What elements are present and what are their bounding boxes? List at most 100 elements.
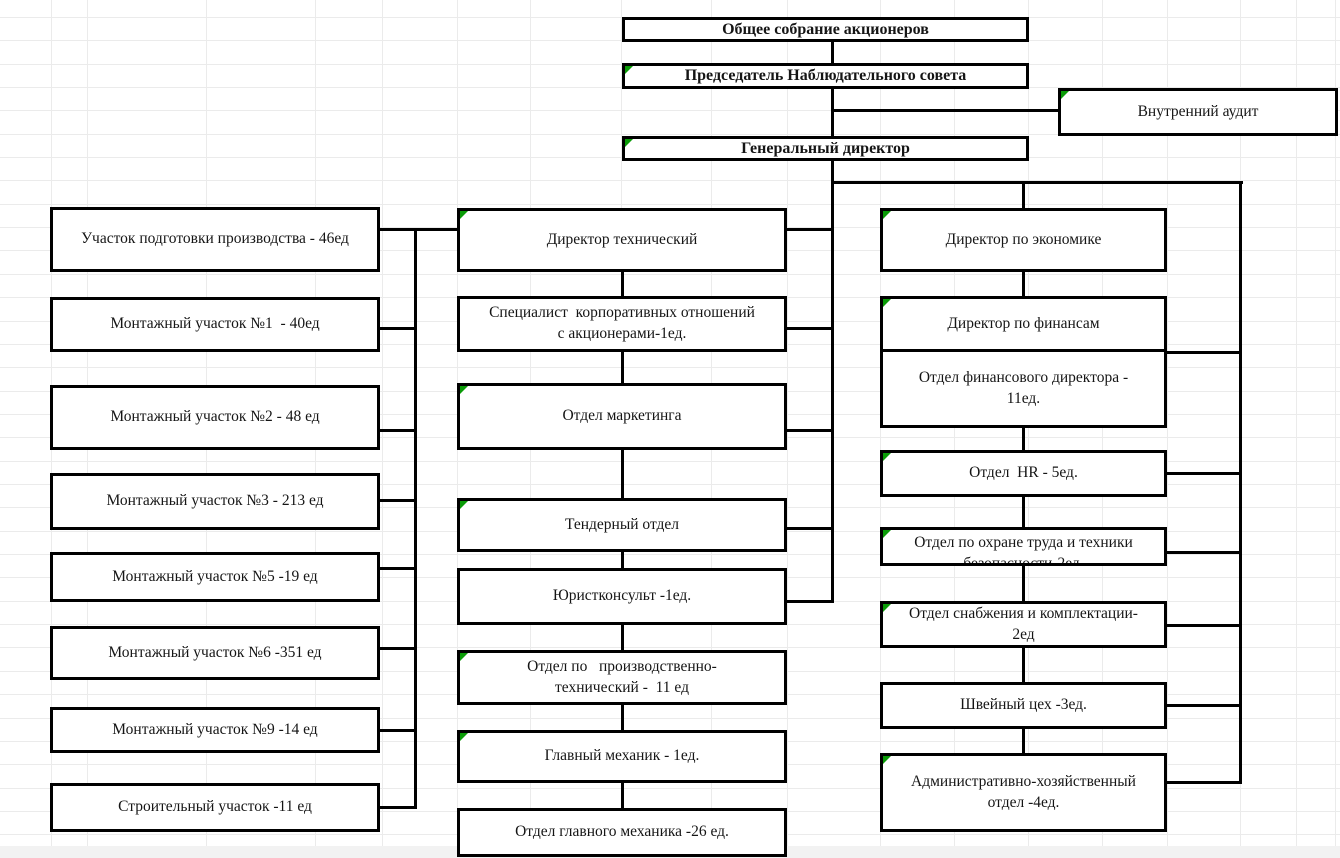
org-node-administrative-dept[interactable]: Административно-хозяйственный отдел -4ед… — [880, 753, 1167, 832]
org-node-finance-director[interactable]: Директор по финансам — [880, 296, 1167, 352]
connector-line — [785, 527, 834, 530]
grid-line — [0, 110, 1340, 111]
org-node-sewing-shop[interactable]: Швейный цех -3ед. — [880, 682, 1167, 729]
org-node-chief-mechanic-dept[interactable]: Отдел главного механика -26 ед. — [457, 808, 787, 857]
org-node-label: Юристконсульт -1ед. — [552, 587, 692, 605]
org-node-assembly-site-9[interactable]: Монтажный участок №9 -14 ед — [50, 707, 380, 753]
comment-marker-icon — [883, 211, 891, 219]
org-node-label: Директор по экономике — [945, 230, 1102, 248]
connector-line — [1165, 551, 1242, 554]
connector-line — [621, 450, 624, 499]
connector-line — [785, 228, 833, 231]
grid-line — [0, 274, 1340, 275]
org-node-supervisory-chairman[interactable]: Председатель Наблюдательного совета — [622, 63, 1029, 89]
org-node-assembly-site-6[interactable]: Монтажный участок №6 -351 ед — [50, 626, 380, 680]
org-node-corporate-relations-specialist[interactable]: Специалист корпоративных отношений с акц… — [457, 296, 787, 352]
grid-line — [0, 718, 1340, 719]
org-node-production-prep-site[interactable]: Участок подготовки производства - 46ед — [50, 207, 380, 272]
org-node-label: Монтажный участок №1 - 40ед — [110, 315, 320, 333]
comment-marker-icon — [460, 211, 468, 219]
grid-line — [1167, 0, 1168, 858]
connector-line — [380, 729, 417, 732]
org-node-technical-director[interactable]: Директор технический — [457, 208, 787, 272]
org-node-tender-dept[interactable]: Тендерный отдел — [457, 498, 787, 552]
connector-line — [1022, 729, 1025, 754]
org-node-label: Отдел по охране труда и техники безопасн… — [914, 534, 1133, 566]
comment-marker-icon — [1061, 91, 1069, 99]
org-node-general-director[interactable]: Генеральный директор — [622, 136, 1029, 161]
grid-line — [0, 204, 1340, 205]
comment-marker-icon — [460, 386, 468, 394]
org-node-finance-director-dept[interactable]: Отдел финансового директора - 11ед. — [880, 349, 1167, 428]
org-node-economics-director[interactable]: Директор по экономике — [880, 208, 1167, 272]
org-node-label: Отдел маркетинга — [562, 407, 682, 425]
connector-line — [380, 429, 417, 432]
grid-line — [0, 554, 1340, 555]
org-node-label: Отдел финансового директора - 11ед. — [918, 368, 1129, 407]
connector-line — [832, 181, 1243, 184]
org-node-assembly-site-1[interactable]: Монтажный участок №1 - 40ед — [50, 297, 380, 352]
grid-line — [1102, 0, 1103, 858]
connector-line — [1022, 272, 1025, 297]
org-node-label: Тендерный отдел — [564, 515, 680, 533]
org-node-label: Директор технический — [546, 230, 698, 248]
org-node-supply-dept[interactable]: Отдел снабжения и комплектации- 2ед — [880, 601, 1167, 648]
grid-line — [1296, 0, 1297, 858]
comment-marker-icon — [625, 139, 633, 147]
connector-line — [1022, 183, 1025, 209]
grid-line — [1335, 0, 1336, 858]
org-node-internal-audit[interactable]: Внутренний аудит — [1058, 88, 1338, 136]
org-node-marketing-dept[interactable]: Отдел маркетинга — [457, 383, 787, 450]
comment-marker-icon — [883, 604, 891, 612]
comment-marker-icon — [883, 756, 891, 764]
org-node-construction-site[interactable]: Строительный участок -11 ед — [50, 783, 380, 832]
connector-line — [1022, 648, 1025, 683]
grid-line — [0, 484, 1340, 485]
connector-line — [1165, 351, 1242, 354]
comment-marker-icon — [460, 501, 468, 509]
comment-marker-icon — [883, 530, 891, 538]
org-node-label: Монтажный участок №5 -19 ед — [112, 567, 318, 585]
org-node-label: Монтажный участок №9 -14 ед — [112, 720, 318, 738]
connector-line — [1165, 472, 1242, 475]
org-node-labor-safety-dept[interactable]: Отдел по охране труда и техники безопасн… — [880, 527, 1167, 566]
org-node-general-meeting[interactable]: Общее собрание акционеров — [622, 17, 1029, 42]
org-node-legal-counsel[interactable]: Юристконсульт -1ед. — [457, 568, 787, 625]
org-node-label: Участок подготовки производства - 46ед — [81, 230, 349, 248]
connector-line — [832, 109, 1061, 112]
comment-marker-icon — [460, 653, 468, 661]
grid-line — [880, 0, 881, 858]
org-node-chief-mechanic[interactable]: Главный механик - 1ед. — [457, 730, 787, 783]
connector-line — [785, 429, 834, 432]
org-node-label: Общее собрание акционеров — [722, 20, 929, 38]
grid-line — [1028, 0, 1029, 858]
connector-line — [621, 272, 624, 298]
org-node-label: Внутренний аудит — [1137, 102, 1259, 120]
org-node-label: Отдел HR - 5ед. — [969, 464, 1078, 482]
connector-line — [380, 567, 417, 570]
org-node-hr-dept[interactable]: Отдел HR - 5ед. — [880, 450, 1167, 497]
connector-line — [1022, 566, 1025, 602]
connector-line — [380, 499, 417, 502]
connector-line — [621, 352, 624, 384]
org-node-label: Главный механик - 1ед. — [544, 747, 700, 765]
connector-line — [380, 806, 417, 809]
connector-line — [1022, 428, 1025, 451]
grid-line — [954, 0, 955, 858]
org-node-assembly-site-3[interactable]: Монтажный участок №3 - 213 ед — [50, 473, 380, 530]
connector-line — [831, 89, 834, 137]
grid-line — [0, 180, 1340, 181]
connector-line — [1022, 497, 1025, 528]
org-node-label: Председатель Наблюдательного совета — [684, 67, 967, 85]
connector-line — [621, 552, 624, 569]
grid-line — [0, 461, 1340, 462]
connector-line — [621, 625, 624, 651]
org-node-assembly-site-5[interactable]: Монтажный участок №5 -19 ед — [50, 552, 380, 602]
grid-line — [0, 134, 1340, 135]
connector-line — [621, 783, 624, 809]
org-node-assembly-site-2[interactable]: Монтажный участок №2 - 48 ед — [50, 385, 380, 450]
org-node-production-technical-dept[interactable]: Отдел по производственно- технический - … — [457, 650, 787, 705]
org-node-label: Отдел главного механика -26 ед. — [515, 823, 729, 841]
org-node-label: Монтажный участок №3 - 213 ед — [106, 492, 324, 510]
